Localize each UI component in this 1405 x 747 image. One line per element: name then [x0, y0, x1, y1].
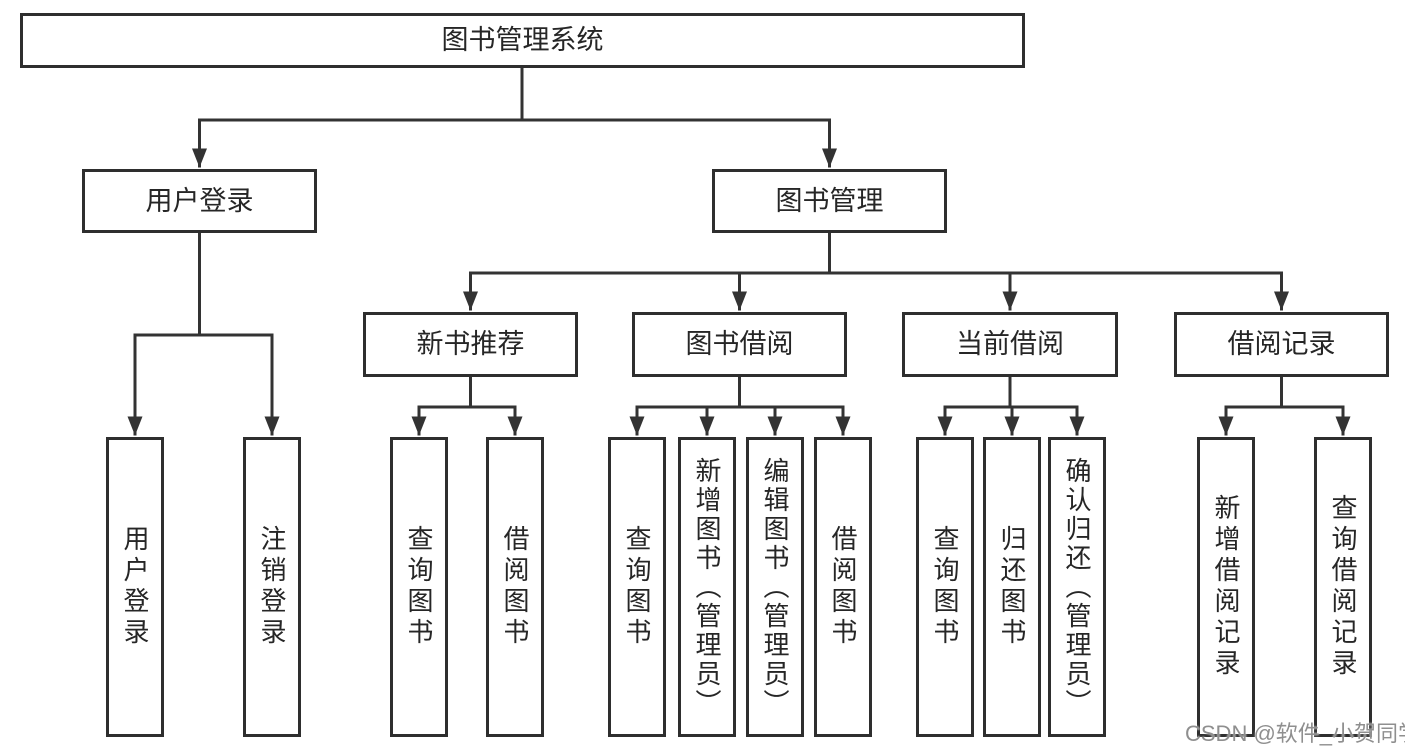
node-label: 图书管理系统	[441, 25, 604, 55]
leaf-label: 查询图书	[622, 525, 652, 649]
csdn-watermark: CSDN @软件_小贺同学	[1185, 721, 1405, 746]
leaf-add-books-admin: 新增图书（管理员）	[678, 437, 736, 737]
node-label: 图书管理	[775, 185, 884, 216]
node-borrow-records: 借阅记录	[1174, 312, 1389, 377]
leaf-label: 用户登录	[120, 525, 150, 649]
leaf-label: 新增图书（管理员）	[692, 456, 722, 718]
leaf-label: 借阅图书	[828, 525, 858, 649]
leaf-logout: 注销登录	[243, 437, 301, 737]
node-book-borrow: 图书借阅	[632, 312, 847, 377]
node-label: 借阅记录	[1227, 329, 1336, 359]
leaf-label: 确认归还（管理员）	[1062, 456, 1092, 718]
leaf-label: 编辑图书（管理员）	[760, 456, 790, 718]
node-label: 新书推荐	[416, 329, 525, 359]
leaf-label: 归还图书	[997, 525, 1027, 649]
leaf-label: 新增借阅记录	[1211, 494, 1241, 680]
leaf-label: 查询图书	[404, 525, 434, 649]
node-root-library-system: 图书管理系统	[20, 13, 1025, 68]
leaf-label: 查询图书	[930, 525, 960, 649]
node-new-book-recommend: 新书推荐	[363, 312, 578, 377]
node-current-borrow: 当前借阅	[902, 312, 1118, 377]
leaf-borrow-books-recommend: 借阅图书	[486, 437, 544, 737]
node-label: 用户登录	[145, 185, 254, 216]
leaf-query-books-recommend: 查询图书	[390, 437, 448, 737]
leaf-label: 借阅图书	[500, 525, 530, 649]
leaf-query-books-current: 查询图书	[916, 437, 974, 737]
leaf-label: 查询借阅记录	[1328, 494, 1358, 680]
leaf-borrow-books: 借阅图书	[814, 437, 872, 737]
leaf-label: 注销登录	[257, 525, 287, 649]
leaf-query-borrow-record: 查询借阅记录	[1314, 437, 1372, 737]
leaf-edit-books-admin: 编辑图书（管理员）	[746, 437, 804, 737]
node-user-login: 用户登录	[82, 169, 317, 233]
leaf-add-borrow-record: 新增借阅记录	[1197, 437, 1255, 737]
node-label: 图书借阅	[685, 329, 794, 359]
leaf-query-books-borrow: 查询图书	[608, 437, 666, 737]
leaf-return-books: 归还图书	[983, 437, 1041, 737]
node-label: 当前借阅	[956, 329, 1064, 359]
leaf-confirm-return-admin: 确认归还（管理员）	[1048, 437, 1106, 737]
node-book-management: 图书管理	[712, 169, 947, 233]
leaf-user-login: 用户登录	[106, 437, 164, 737]
